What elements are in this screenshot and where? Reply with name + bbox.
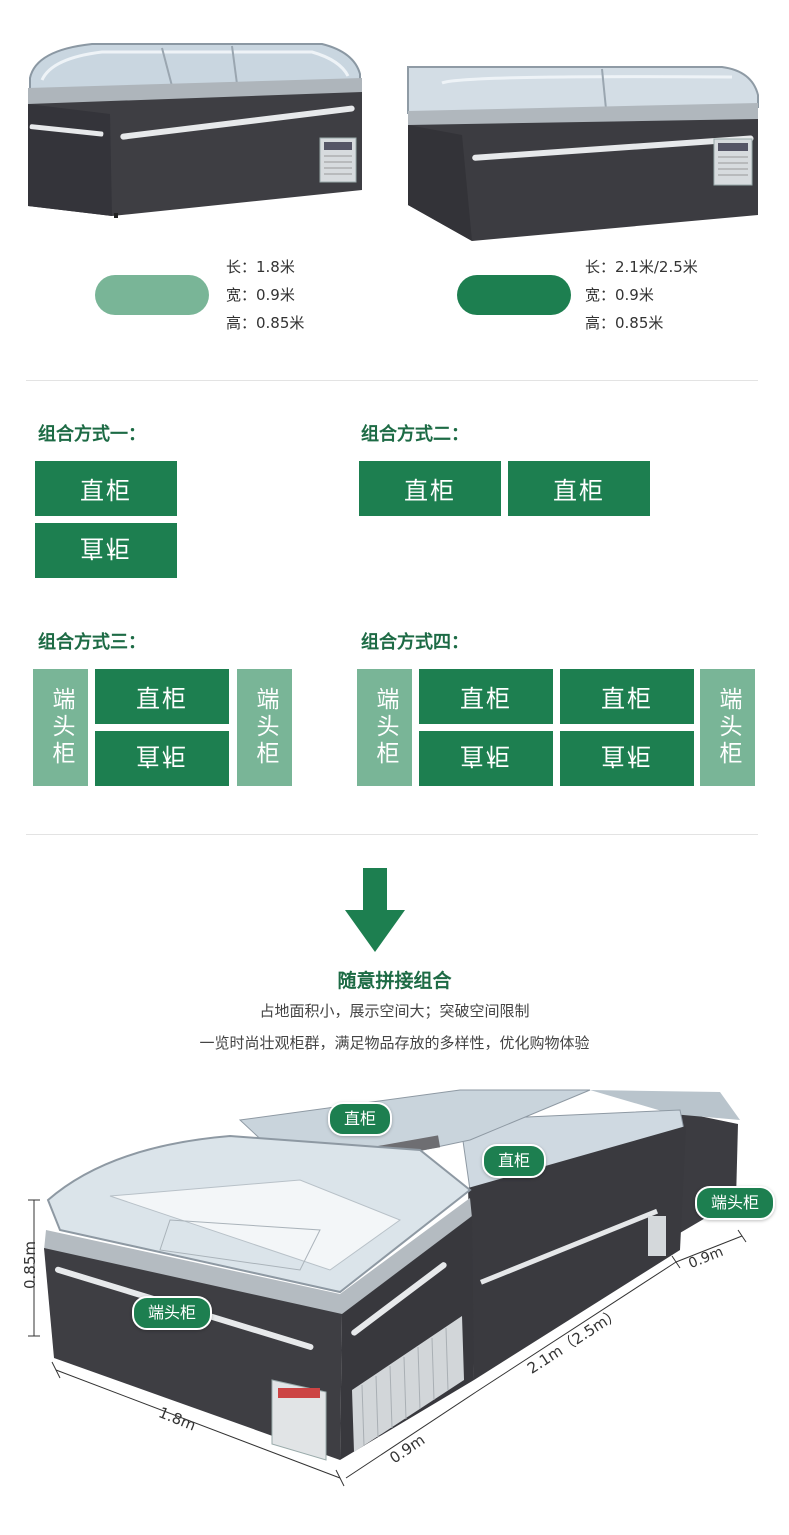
combo-three-end-left: 端头柜 <box>33 669 88 786</box>
headline-title: 随意拼接组合 <box>337 970 452 992</box>
combo-four-flipped-2: 直柜 <box>560 731 694 786</box>
color-swatch-light <box>95 275 209 315</box>
spec-height: 高：0.85米 <box>226 314 305 332</box>
product-image-straight-cabinet <box>407 66 759 241</box>
spec-width: 宽：0.9米 <box>585 286 654 304</box>
product-specs: 长：2.1米/2.5米 宽：0.9米 高：0.85米 <box>585 253 698 337</box>
tag-end-cabinet-right: 端头柜 <box>695 1186 776 1220</box>
combo-three-flipped: 直柜 <box>95 731 229 786</box>
combo-four-straight-1: 直柜 <box>419 669 553 724</box>
combo-three-end-right: 端头柜 <box>237 669 292 786</box>
product-specs: 长：1.8米 宽：0.9米 高：0.85米 <box>226 253 304 337</box>
combo-two-title: 组合方式二： <box>361 424 469 445</box>
combo-three-straight: 直柜 <box>95 669 229 724</box>
combo-two-straight-2: 直柜 <box>508 461 650 516</box>
combo-one-flipped: 直柜 <box>35 523 177 578</box>
dim-height: 0.85m <box>21 1241 39 1290</box>
spec-length: 长：2.1米/2.5米 <box>585 258 698 276</box>
arrow-down-icon <box>345 868 405 952</box>
combo-four-flipped-1: 直柜 <box>419 731 553 786</box>
tag-end-cabinet-left: 端头柜 <box>132 1296 213 1330</box>
combo-four-end-left: 端头柜 <box>357 669 412 786</box>
combo-four-straight-2: 直柜 <box>560 669 694 724</box>
combo-four-end-right: 端头柜 <box>700 669 755 786</box>
combo-four-title: 组合方式四： <box>361 632 469 653</box>
combined-cabinets-image <box>28 1089 747 1487</box>
section-divider <box>26 380 758 381</box>
tag-straight-cabinet-2: 直柜 <box>482 1144 547 1178</box>
combo-three-title: 组合方式三： <box>38 632 146 653</box>
color-swatch-dark <box>457 275 571 315</box>
combo-one-title: 组合方式一： <box>38 424 146 445</box>
product-image-end-cabinet <box>28 43 362 218</box>
spec-height: 高：0.85米 <box>585 314 664 332</box>
combo-one-straight: 直柜 <box>35 461 177 516</box>
section-divider <box>26 834 758 835</box>
headline-line-1: 占地面积小，展示空间大；突破空间限制 <box>259 1002 530 1020</box>
spec-width: 宽：0.9米 <box>226 286 295 304</box>
spec-length: 长：1.8米 <box>226 258 295 276</box>
tag-straight-cabinet-1: 直柜 <box>328 1102 393 1136</box>
combo-two-straight-1: 直柜 <box>359 461 501 516</box>
headline-line-2: 一览时尚壮观柜群，满足物品存放的多样性，优化购物体验 <box>199 1034 590 1052</box>
